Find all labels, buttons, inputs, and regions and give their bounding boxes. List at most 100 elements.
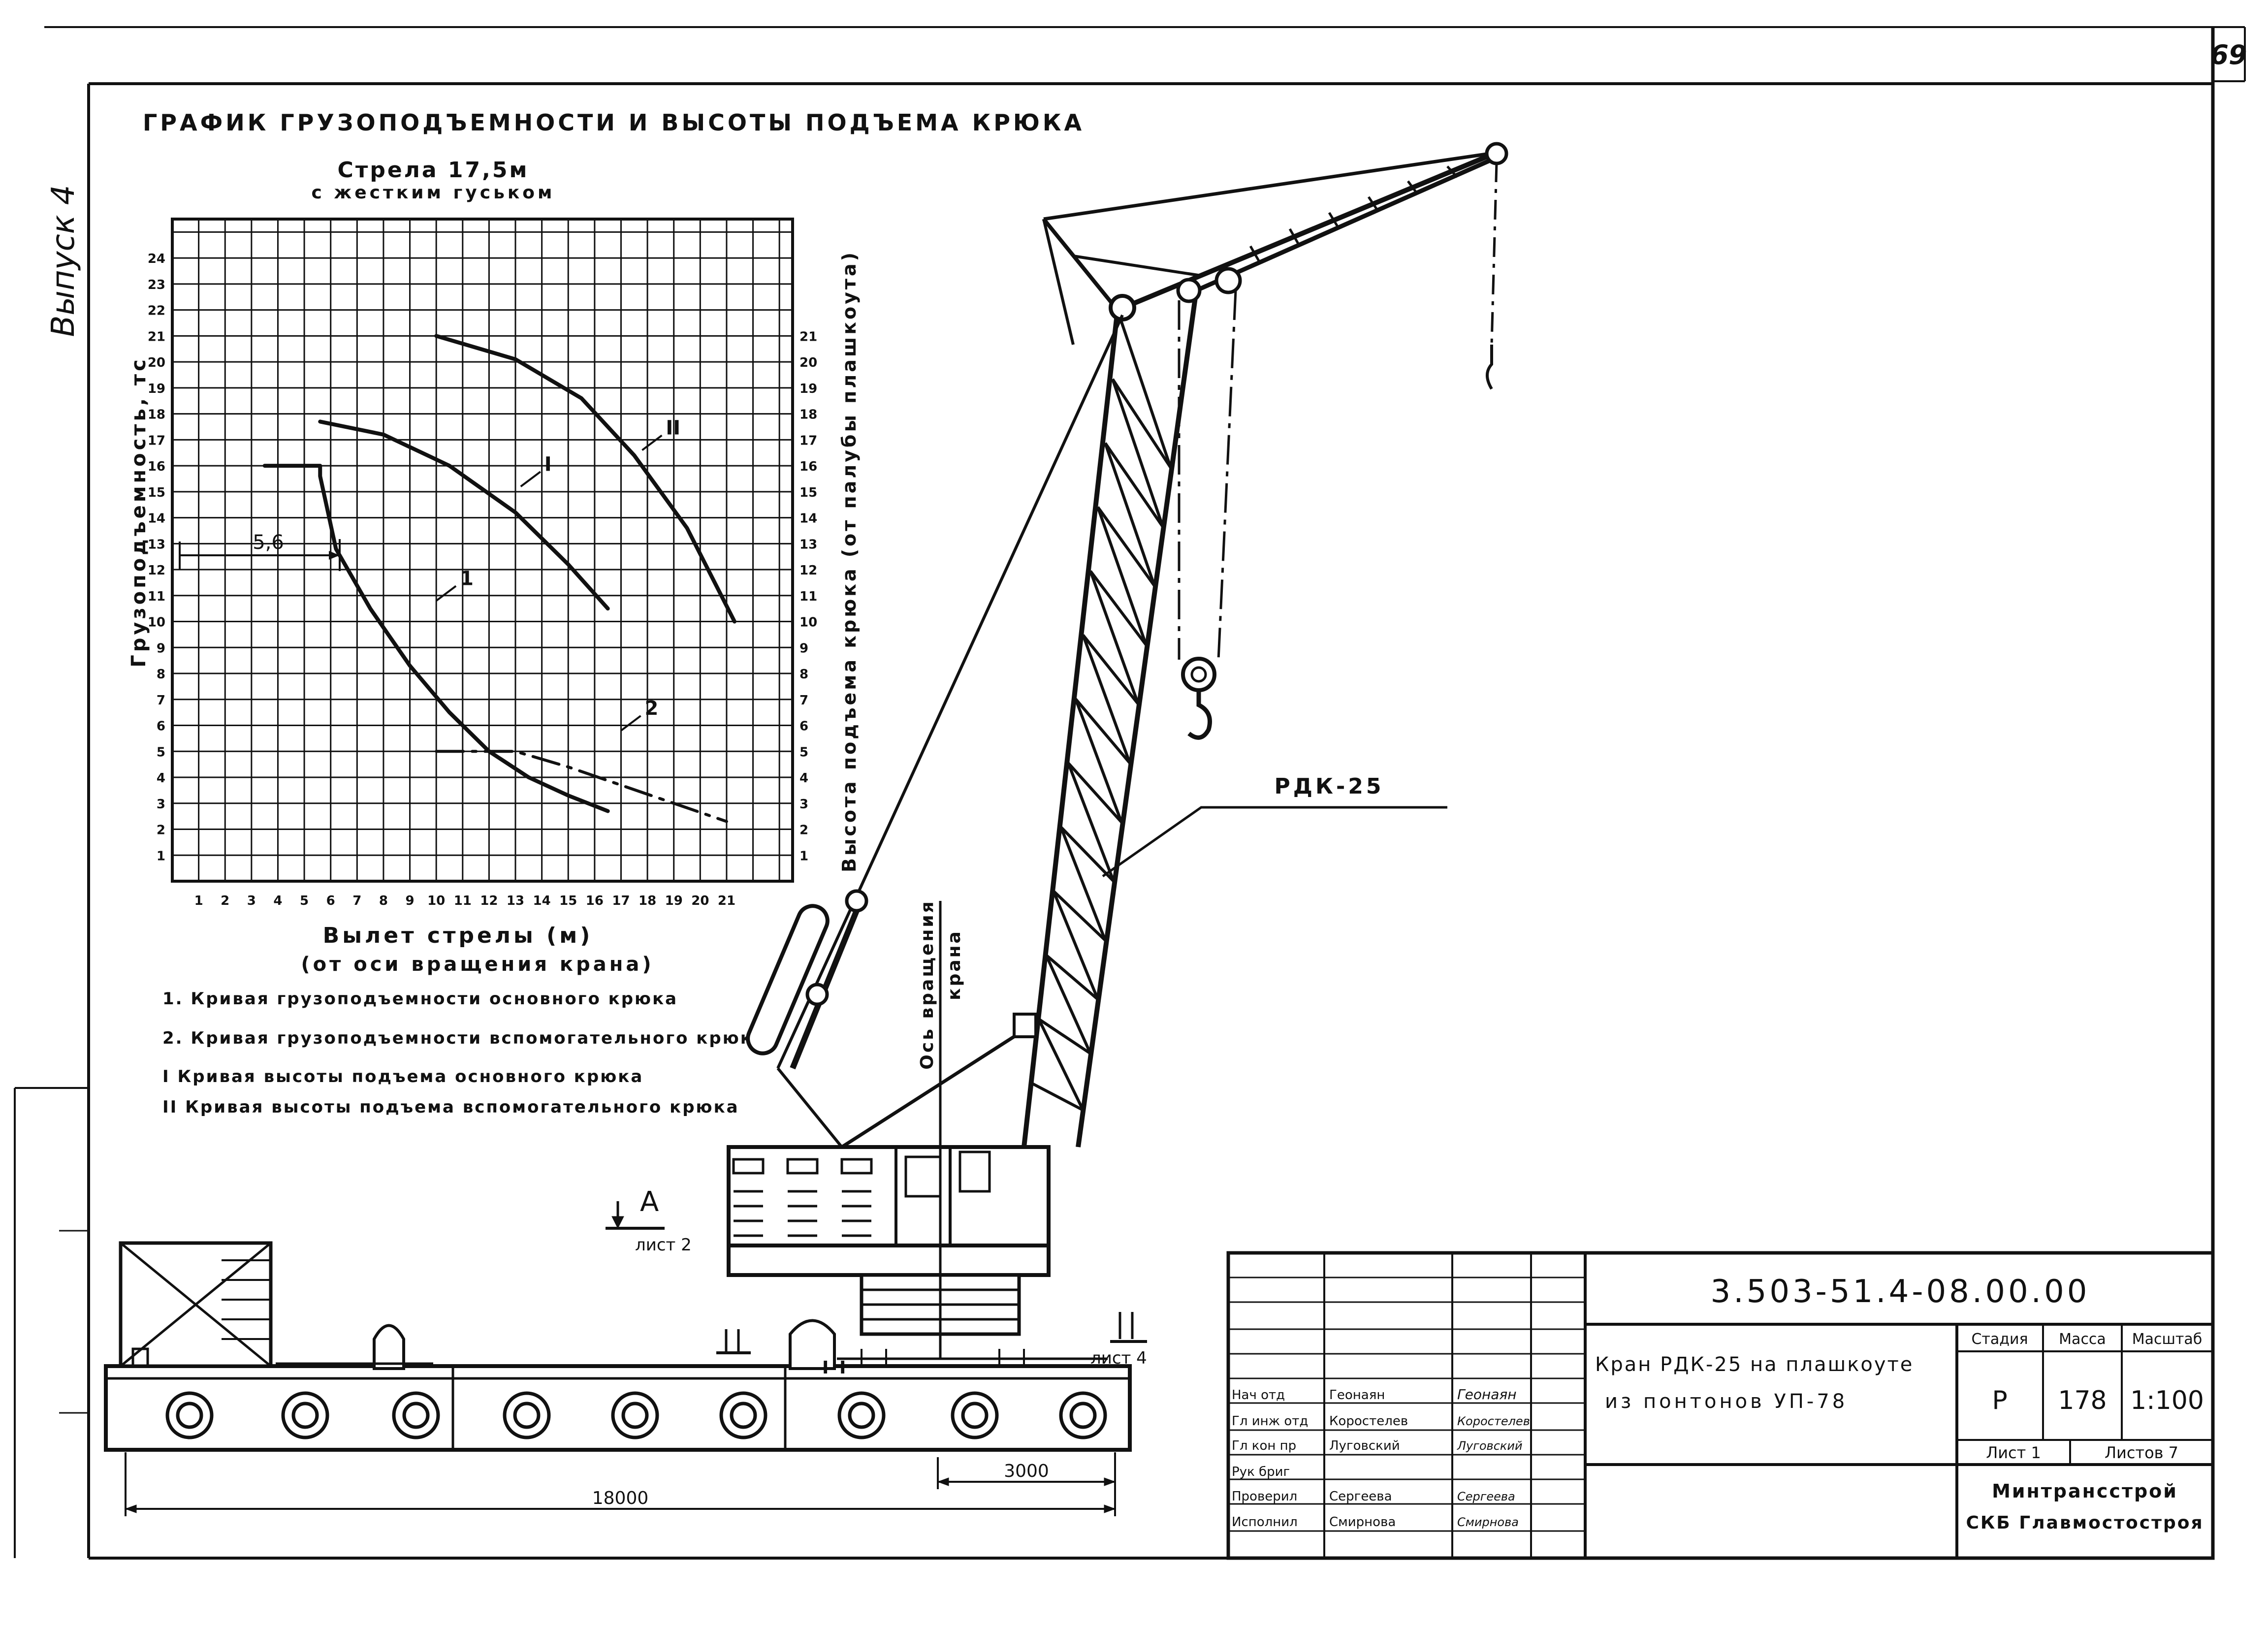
- x-tick-label: 1: [194, 894, 203, 908]
- y-tick-label-right: 3: [799, 797, 808, 812]
- drawing-name-line1: Кран РДК-25 на плашкоуте: [1595, 1353, 1914, 1376]
- role-label: Рук бриг: [1232, 1465, 1290, 1479]
- organization-line1: Минтрансстрой: [1992, 1480, 2178, 1502]
- dimension-label: 5,6: [253, 531, 284, 554]
- x-tick-label: 12: [480, 894, 498, 908]
- section-sheet-ref: лист 2: [635, 1235, 692, 1255]
- x-tick-label: 5: [300, 894, 309, 908]
- section-mark-a: I: [822, 1358, 829, 1378]
- y-tick-label-right: 16: [799, 459, 817, 474]
- signature: Луговский: [1457, 1439, 1523, 1453]
- chart-xlabel-2: (от оси вращения крана): [301, 953, 654, 976]
- x-tick-label: 2: [221, 894, 229, 908]
- y-tick-label-right: 19: [799, 382, 817, 396]
- signature: Смирнова: [1457, 1515, 1519, 1529]
- legend-item: 1. Кривая грузоподъемности основного крю…: [162, 989, 678, 1009]
- legend-item: 2. Кривая грузоподъемности вспомогательн…: [162, 1028, 766, 1048]
- y-tick-label-left: 22: [148, 304, 165, 319]
- boom-lattice: [1030, 310, 1172, 1112]
- chart-ylabel-left: Грузоподъемность, тс: [128, 356, 150, 668]
- series-label-1: 1: [460, 567, 474, 590]
- y-tick-label-left: 12: [148, 563, 165, 578]
- section-mark-b: I: [839, 1358, 846, 1378]
- signature: Коростелев: [1457, 1414, 1530, 1428]
- y-tick-label-right: 15: [799, 485, 817, 500]
- graph-title: ГРАФИК ГРУЗОПОДЪЕМНОСТИ И ВЫСОТЫ ПОДЪЕМА…: [143, 109, 1085, 136]
- dimension-partial: 3000: [1004, 1461, 1049, 1481]
- y-tick-label-left: 5: [157, 745, 165, 760]
- y-tick-label-right: 21: [799, 329, 817, 344]
- series-label-I: I: [544, 453, 552, 476]
- y-tick-label-left: 24: [148, 252, 165, 266]
- scale-header: Масштаб: [2132, 1331, 2203, 1348]
- y-tick-label-right: 2: [799, 823, 808, 838]
- y-tick-label-left: 9: [157, 641, 165, 656]
- x-tick-label: 13: [507, 894, 524, 908]
- x-tick-label: 4: [273, 894, 282, 908]
- y-tick-label-left: 18: [148, 408, 165, 422]
- y-tick-label-left: 10: [148, 615, 165, 630]
- y-tick-label-left: 21: [148, 329, 165, 344]
- y-tick-label-right: 20: [799, 355, 817, 370]
- y-tick-label-left: 6: [157, 719, 165, 734]
- y-tick-label-right: 14: [799, 511, 817, 526]
- y-tick-label-right: 17: [799, 433, 817, 448]
- y-tick-label-left: 4: [157, 771, 165, 786]
- y-tick-label-left: 17: [148, 433, 165, 448]
- y-tick-label-right: 12: [799, 563, 817, 578]
- y-tick-label-right: 9: [799, 641, 808, 656]
- x-tick-label: 19: [665, 894, 683, 908]
- approval-rows: Нач отд Гл инж отд Гл кон пр Рук бриг Пр…: [1232, 1386, 1530, 1530]
- y-tick-label-left: 7: [157, 693, 165, 708]
- x-tick-label: 17: [612, 894, 630, 908]
- jib-lattice: [1249, 165, 1458, 264]
- series-leader-II: [641, 434, 663, 451]
- y-tick-label-left: 14: [148, 511, 165, 526]
- y-tick-label-left: 3: [157, 797, 165, 812]
- y-tick-label-right: 13: [799, 537, 817, 552]
- doc-code: 3.503-51.4-08.00.00: [1711, 1274, 2090, 1310]
- mass-value: 178: [2058, 1386, 2107, 1415]
- chart-grid: [171, 218, 794, 883]
- series-line-I: [318, 419, 610, 611]
- sheet-value: Лист 1: [1986, 1443, 2041, 1462]
- crane-model-label: РДК-25: [1275, 774, 1384, 799]
- x-tick-label: 11: [454, 894, 472, 908]
- series-line-2: [435, 750, 728, 823]
- series-label-2: 2: [644, 697, 658, 720]
- graph-subtitle-2: с жестким гуськом: [312, 183, 555, 203]
- y-tick-label-right: 18: [799, 408, 817, 422]
- y-tick-label-right: 1: [799, 849, 808, 863]
- y-tick-label-right: 11: [799, 589, 817, 604]
- side-label: Выпуск 4: [45, 185, 82, 337]
- person-name: Сергеева: [1329, 1489, 1392, 1504]
- series-line-II: [434, 334, 737, 624]
- series-leader-2: [620, 715, 641, 732]
- x-tick-label: 20: [691, 894, 709, 908]
- y-tick-label-left: 15: [148, 485, 165, 500]
- person-name: Коростелев: [1329, 1414, 1408, 1429]
- x-tick-label: 16: [586, 894, 604, 908]
- sheets-value: Листов 7: [2105, 1443, 2178, 1462]
- organization-line2: СКБ Главмостостроя: [1966, 1513, 2204, 1533]
- role-label: Проверил: [1232, 1489, 1297, 1504]
- chart-legend: 1. Кривая грузоподъемности основного крю…: [162, 989, 766, 1117]
- stage-value: Р: [1992, 1386, 2007, 1415]
- y-tick-label-right: 8: [799, 667, 808, 682]
- y-tick-label-left: 11: [148, 589, 165, 604]
- chart-frame: [171, 218, 794, 883]
- chart-ylabel-right: Высота подъема крюка (от палубы плашкоут…: [838, 250, 860, 872]
- title-block: [1226, 1251, 2215, 1560]
- house-louvres: [734, 1190, 871, 1237]
- rotation-axis-label-1: Ось вращения: [917, 899, 937, 1070]
- y-tick-label-right: 7: [799, 693, 808, 708]
- person-name: Геонаян: [1329, 1388, 1385, 1403]
- series-leader-I: [520, 471, 541, 487]
- x-tick-label: 3: [247, 894, 256, 908]
- role-label: Гл кон пр: [1232, 1438, 1296, 1453]
- legend-item: I Кривая высоты подъема основного крюка: [162, 1067, 643, 1086]
